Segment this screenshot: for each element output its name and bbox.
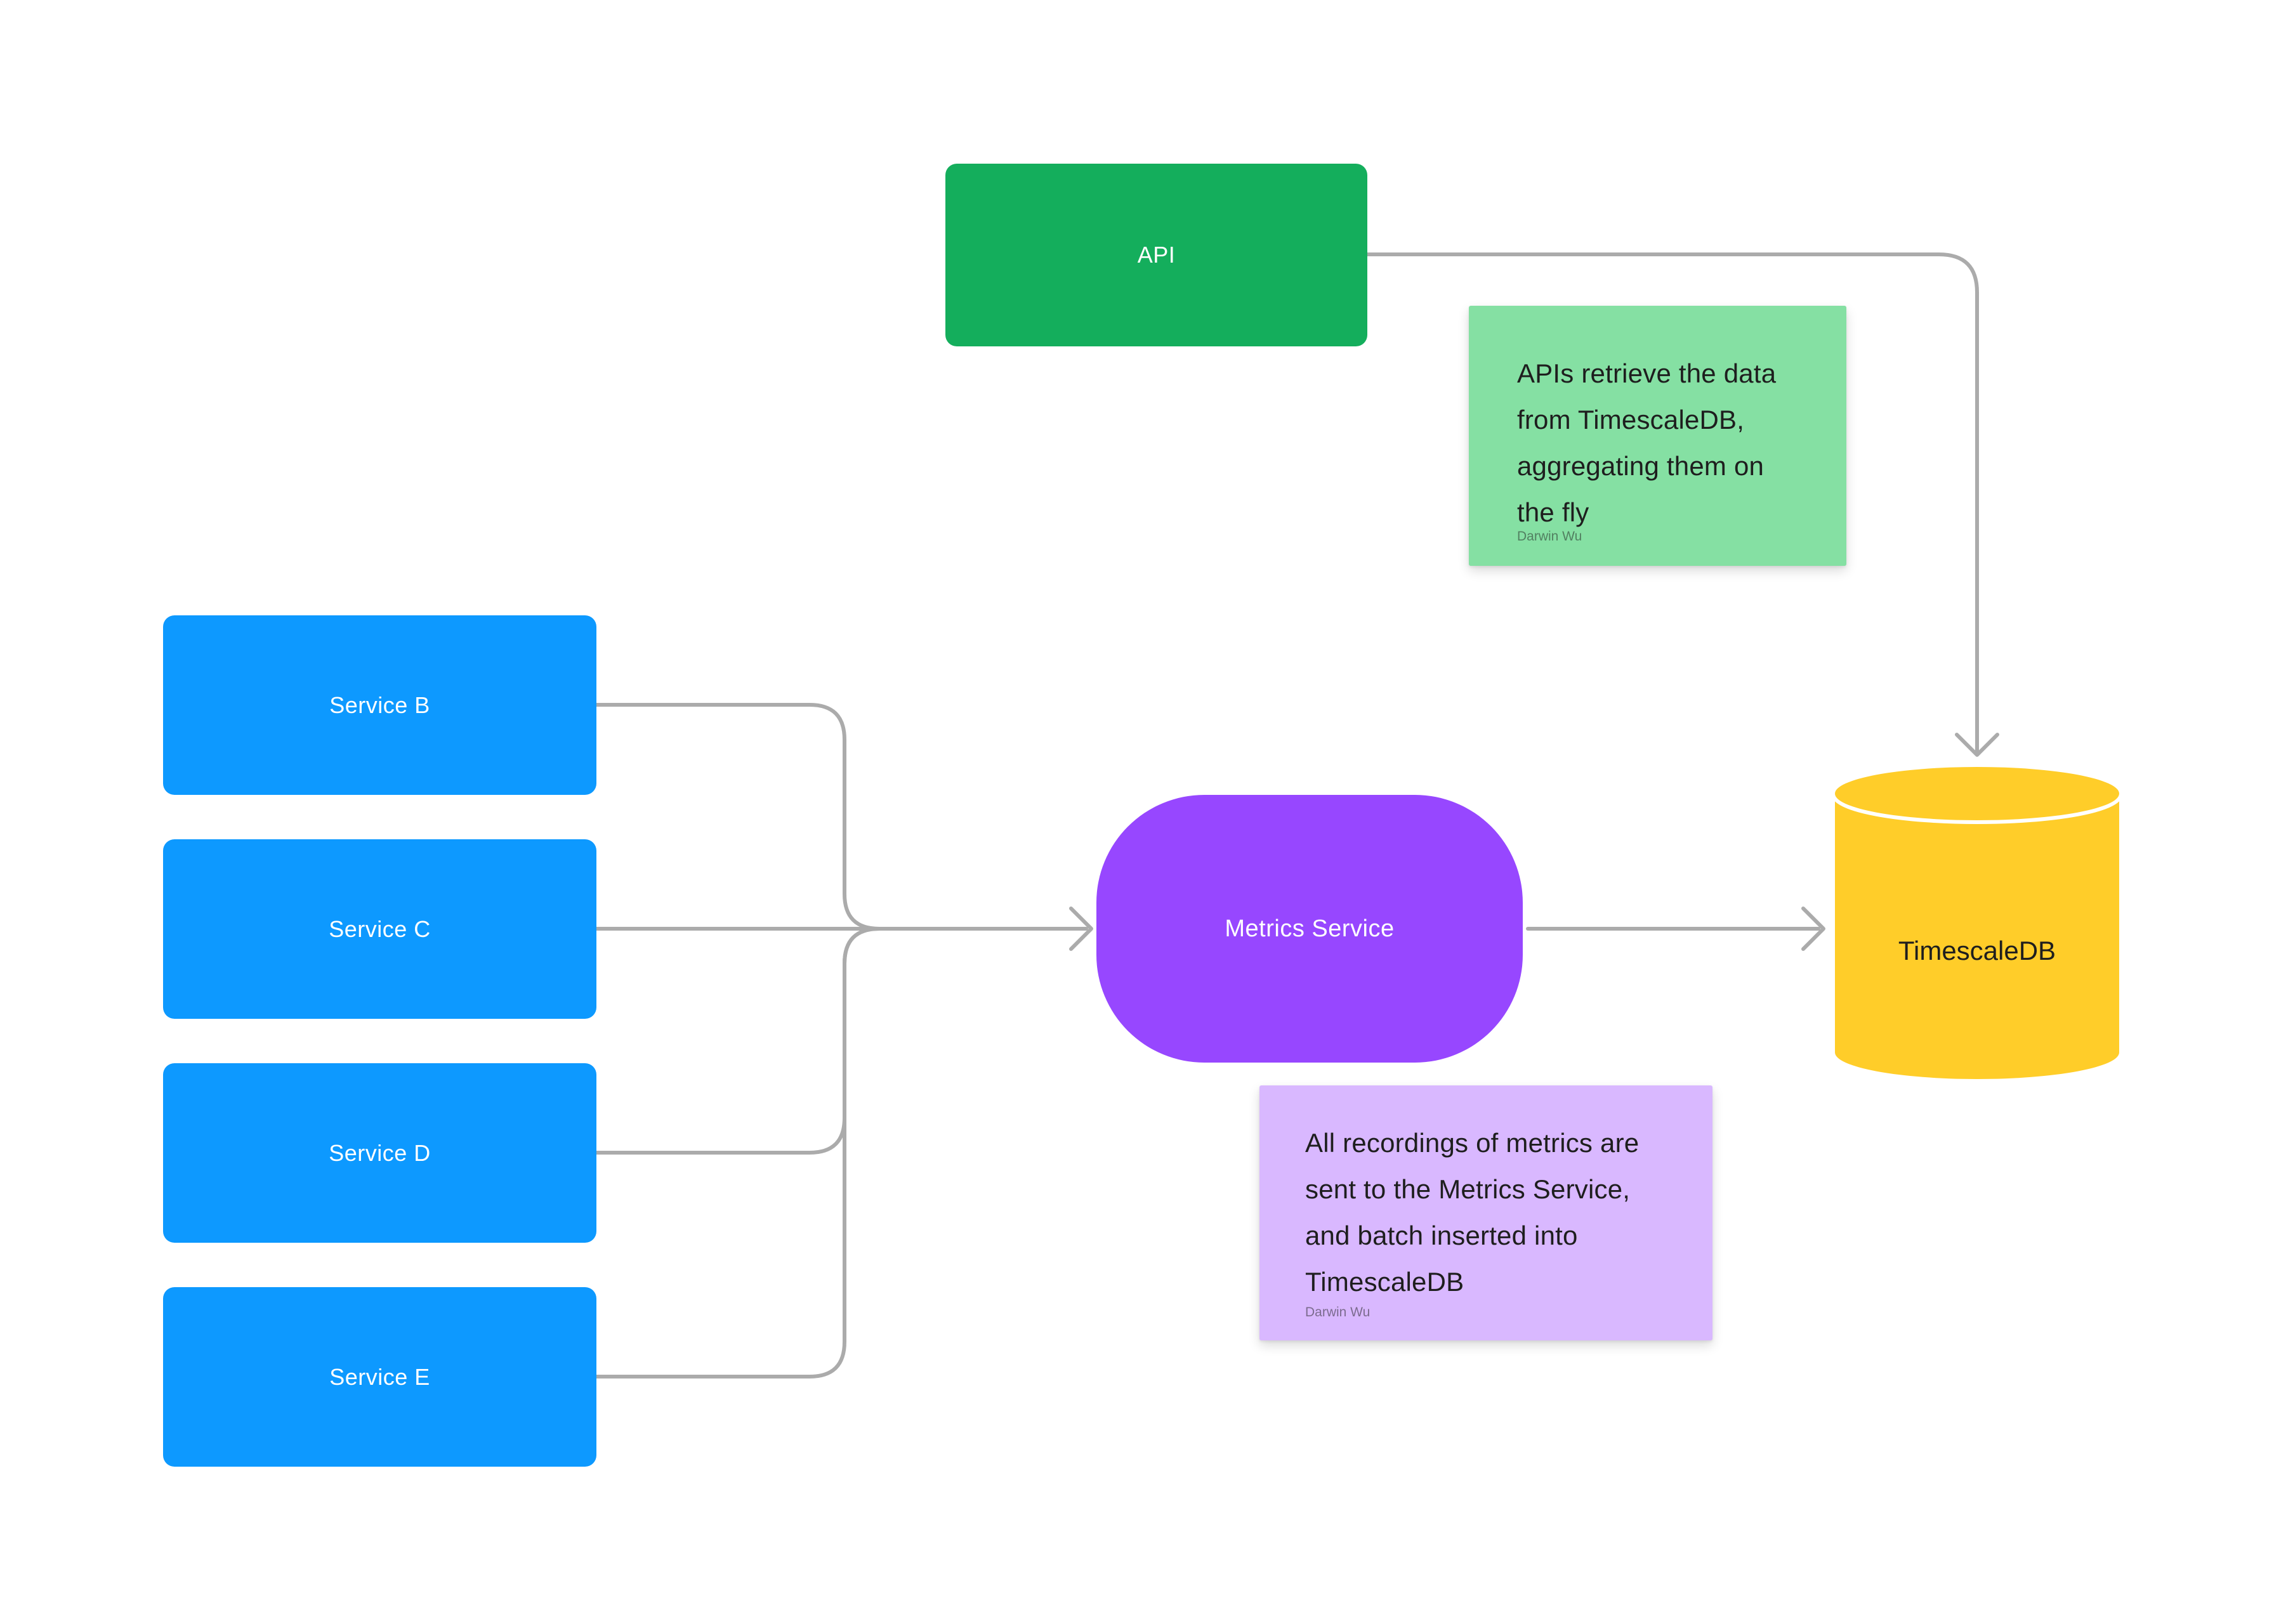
connector-metrics-service-to-timescaledb[interactable] xyxy=(1526,907,1825,951)
metrics-sticky-note[interactable]: All recordings of metrics are sent to th… xyxy=(1259,1085,1712,1340)
connector-service-b-to-merge[interactable] xyxy=(595,703,881,931)
arrowhead-right-icon xyxy=(1069,907,1093,951)
connector-service-d-to-merge[interactable] xyxy=(595,927,881,1155)
metrics-sticky-note-author: Darwin Wu xyxy=(1305,1305,1370,1320)
connector-service-e-to-merge[interactable] xyxy=(595,927,881,1378)
api-sticky-note[interactable]: APIs retrieve the data from TimescaleDB,… xyxy=(1469,306,1846,566)
arrowhead-down-icon xyxy=(1955,733,1999,757)
arrowhead-right-icon xyxy=(1801,907,1825,951)
service-c-node[interactable]: Service C xyxy=(163,839,596,1019)
database-cylinder-icon xyxy=(1831,767,2123,1079)
metrics-sticky-note-text: All recordings of metrics are sent to th… xyxy=(1305,1128,1640,1297)
metrics-service-node-label: Metrics Service xyxy=(1225,915,1395,942)
timescaledb-node[interactable]: TimescaleDB xyxy=(1831,767,2123,1079)
service-d-node[interactable]: Service D xyxy=(163,1063,596,1243)
metrics-service-node[interactable]: Metrics Service xyxy=(1096,795,1523,1063)
service-e-node[interactable]: Service E xyxy=(163,1287,596,1467)
timescaledb-node-label: TimescaleDB xyxy=(1898,936,2056,966)
service-e-node-label: Service E xyxy=(329,1363,430,1390)
api-sticky-note-author: Darwin Wu xyxy=(1517,529,1582,544)
service-b-node[interactable]: Service B xyxy=(163,615,596,795)
api-node-label: API xyxy=(1137,242,1176,268)
service-b-node-label: Service B xyxy=(329,691,430,718)
api-node[interactable]: API xyxy=(945,164,1367,346)
connector-merge-to-metrics-service[interactable] xyxy=(877,907,1093,951)
api-sticky-note-text: APIs retrieve the data from TimescaleDB,… xyxy=(1517,358,1777,527)
connector-api-to-timescaledb[interactable] xyxy=(1365,252,1999,757)
service-c-node-label: Service C xyxy=(329,915,431,942)
service-d-node-label: Service D xyxy=(329,1139,431,1166)
